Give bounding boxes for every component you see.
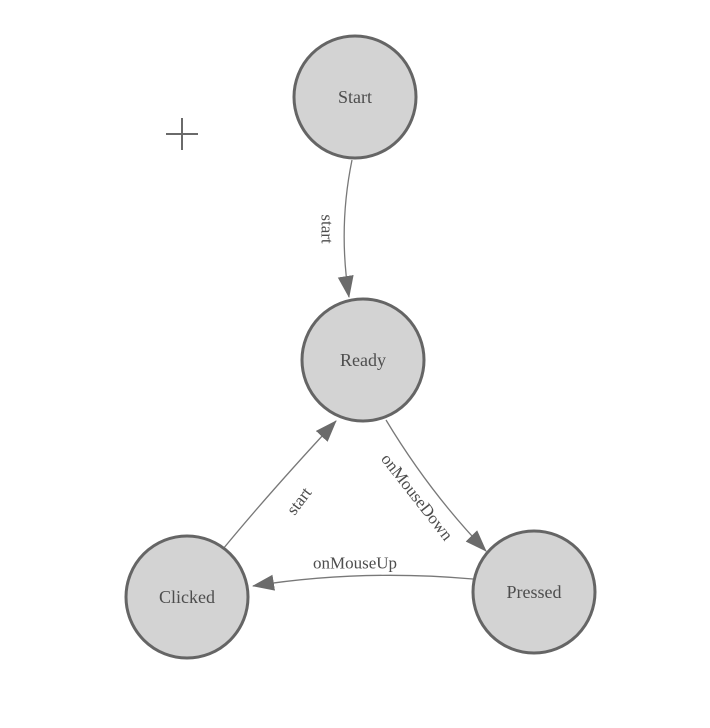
edge-line-clicked-to-ready[interactable] xyxy=(222,420,337,550)
edge-line-ready-to-pressed[interactable] xyxy=(385,419,487,552)
node-clicked-circle[interactable] xyxy=(124,534,250,660)
edge-label-start-to-ready: start xyxy=(318,214,337,244)
node-start-circle[interactable] xyxy=(292,34,418,160)
edge-line-pressed-to-clicked[interactable] xyxy=(252,574,474,591)
edge-label-pressed-to-clicked: onMouseUp xyxy=(313,554,397,573)
node-start[interactable]: Start xyxy=(292,34,418,160)
edge-label-clicked-to-ready: start xyxy=(283,483,316,518)
node-pressed-label: Pressed xyxy=(507,582,562,602)
node-clicked[interactable]: Clicked xyxy=(124,534,250,660)
edge-pressed-to-clicked[interactable]: onMouseUp xyxy=(252,554,474,591)
node-pressed[interactable]: Pressed xyxy=(471,529,597,655)
edge-ready-to-pressed[interactable]: onMouseDown xyxy=(377,419,487,552)
edge-start-to-ready[interactable]: start xyxy=(318,159,354,298)
node-ready-label: Ready xyxy=(340,350,386,370)
crosshair-cursor-icon xyxy=(166,118,198,150)
edge-clicked-to-ready[interactable]: start xyxy=(222,420,337,550)
node-clicked-label: Clicked xyxy=(159,587,215,607)
edge-label-ready-to-pressed: onMouseDown xyxy=(377,450,457,545)
node-pressed-circle[interactable] xyxy=(471,529,597,655)
edge-line-start-to-ready[interactable] xyxy=(337,159,354,298)
node-ready-circle[interactable] xyxy=(300,297,426,423)
node-start-label: Start xyxy=(338,87,372,107)
node-ready[interactable]: Ready xyxy=(300,297,426,423)
